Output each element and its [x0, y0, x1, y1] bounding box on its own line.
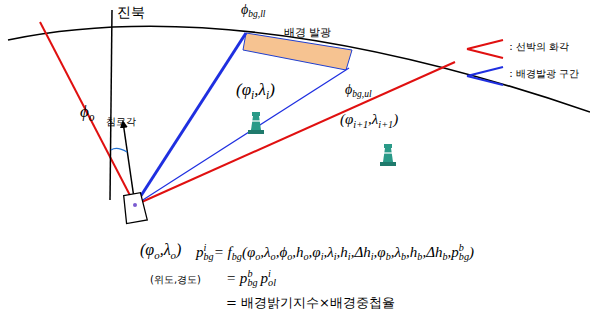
label-text: o	[304, 251, 309, 262]
label-text: o	[271, 251, 276, 262]
label-text: ,λ	[260, 244, 270, 260]
label-text: (위도,경도)	[150, 274, 201, 285]
label-text: o	[89, 111, 95, 124]
heading-angle-arc	[111, 148, 127, 152]
glow-line	[135, 33, 246, 205]
label-text: b	[386, 251, 391, 262]
label-text: o	[171, 249, 176, 261]
label-text: bg,ll	[248, 9, 265, 19]
label-text: )	[393, 111, 398, 127]
label-text: i	[266, 89, 269, 102]
label-text: ,ϕ	[276, 244, 288, 260]
ship-position	[133, 203, 137, 207]
label-text: i	[251, 89, 254, 102]
legend-sample	[467, 40, 503, 58]
formula-text: = 배경밝기지수×배경중첩율	[226, 295, 395, 311]
label-text: b	[247, 268, 257, 280]
label-text: 진북	[117, 4, 145, 20]
ship	[122, 192, 148, 223]
label-text: )	[469, 244, 474, 260]
angle-symbol: ϕbg,ul	[345, 82, 372, 101]
label-text: i	[348, 251, 351, 262]
heading-label: 침로각	[106, 116, 136, 128]
label-text: ϕ	[241, 2, 248, 17]
fov-line	[40, 22, 135, 205]
label-text: i+1	[353, 119, 368, 130]
label-text: ϕ	[345, 82, 352, 97]
label-text: (φ	[236, 80, 251, 99]
fov-line	[135, 62, 455, 205]
heading-symbol: ϕo	[80, 102, 95, 125]
label-text: (φ	[340, 111, 353, 127]
label-text: 배경 발광	[284, 26, 332, 39]
label-text: o	[255, 251, 260, 262]
legend-sample	[467, 67, 503, 85]
glow-label: 배경 발광	[284, 26, 332, 39]
label-text: o	[154, 249, 159, 261]
label-text: p	[196, 244, 204, 260]
label-text: ,φ	[374, 244, 386, 260]
label-text: i+1	[378, 119, 393, 130]
label-text: = f	[214, 244, 232, 260]
label-text: b	[417, 251, 422, 262]
label-text: i	[334, 251, 337, 262]
label-text: i	[321, 251, 324, 262]
label-text: b	[401, 251, 406, 262]
label-text: 침로각	[106, 116, 136, 127]
label-text: ,λ	[160, 241, 171, 258]
label-text: b	[443, 251, 448, 262]
heading-arrow	[123, 122, 135, 205]
label-text: ,h	[337, 244, 348, 260]
label-text: i	[268, 268, 276, 280]
lighthouse	[248, 112, 264, 134]
label-text: ,λ	[368, 111, 378, 127]
label-text: )	[176, 241, 181, 258]
label-text: ,Δh	[422, 244, 442, 260]
label-text: i	[204, 242, 214, 254]
label-text: ,λ	[254, 80, 266, 99]
position-label: (φo,λo)	[140, 240, 181, 262]
label-text: b	[459, 242, 469, 254]
glow-line	[135, 68, 349, 205]
position-label: (φi+1,λi+1)	[340, 110, 398, 131]
label-text: ,λ	[324, 244, 334, 260]
label-text: bg	[232, 251, 242, 262]
legend-text: ：선박의 화각	[506, 41, 569, 53]
label-text: (φ	[242, 244, 255, 260]
label-text: (φ	[140, 241, 154, 258]
formula: = pbgbpoli	[226, 268, 276, 289]
position-note: (위도,경도)	[150, 274, 201, 286]
horizon-arc	[8, 26, 590, 112]
label-text: ,p	[448, 244, 459, 260]
legend-text: ：배경발광 구간	[506, 68, 579, 80]
label-text: i	[371, 251, 374, 262]
north-label: 진북	[117, 4, 145, 21]
label-text: ,Δh	[351, 244, 371, 260]
angle-symbol: ϕbg,ll	[241, 2, 265, 21]
label-text: ,h	[292, 244, 303, 260]
lighthouse	[380, 144, 396, 166]
position-label: (φi,λi)	[236, 80, 275, 103]
label-text: p	[261, 270, 269, 286]
label-text: )	[269, 80, 275, 99]
label-text: ,φ	[309, 244, 321, 260]
label-text: = p	[226, 270, 247, 286]
label-text: ,h	[406, 244, 417, 260]
label-text: ,λ	[391, 244, 401, 260]
formula: pbgi= fbg(φo,λo,ϕo,ho,φi,λi,hi,Δhi,φb,λb…	[196, 242, 474, 263]
label-text: = 배경밝기지수×배경중첩율	[226, 295, 395, 310]
north-line	[110, 10, 112, 200]
label-text: bg,ul	[352, 89, 371, 99]
label-text: o	[287, 251, 292, 262]
label-text: ϕ	[80, 102, 89, 121]
